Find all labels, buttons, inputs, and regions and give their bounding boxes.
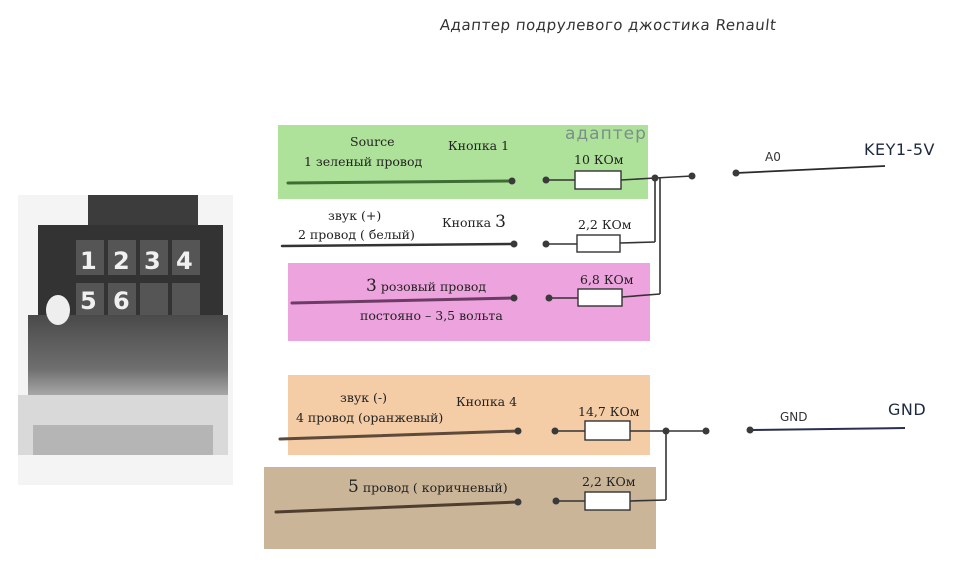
resistor-2k2-a — [576, 234, 621, 253]
pin-4-label: 4 — [176, 247, 193, 275]
wire-1-resistor: 10 КОм — [574, 152, 624, 167]
wire-3-line1: 3 розовый провод — [366, 276, 486, 296]
wire-4-button: Кнопка 4 — [456, 394, 518, 409]
zone-orange — [288, 375, 650, 455]
wire-2-line2: 2 провод ( белый) — [298, 227, 415, 242]
wire-2-button: Кнопка 3 — [442, 212, 506, 232]
wire-2-button-number: 3 — [495, 212, 506, 232]
wire-5-resistor: 2,2 КОм — [582, 474, 636, 489]
wire-2-button-label: Кнопка — [442, 215, 492, 230]
resistor-2k2-b — [584, 491, 631, 511]
adapter-label: адаптер — [565, 124, 647, 144]
resistor-6k8 — [577, 288, 623, 307]
wire-2-resistor: 2,2 КОм — [578, 217, 632, 232]
pin-2-label: 2 — [113, 247, 130, 275]
wire-4-line2: 4 провод (оранжевый) — [296, 410, 444, 425]
wire-4-resistor: 14,7 КОм — [578, 404, 640, 419]
wire-3-line2: постояно – 3,5 вольта — [360, 308, 503, 323]
node-dot — [542, 240, 550, 248]
pin-1-label: 1 — [80, 247, 97, 275]
wire-5-number: 5 — [348, 477, 359, 497]
brown-wire — [274, 500, 520, 514]
wire-5-line1: 5 провод ( коричневый) — [348, 477, 508, 497]
node-dot — [514, 427, 522, 435]
resistor-10k — [574, 170, 622, 190]
node-dot — [542, 176, 550, 184]
gnd-line — [749, 427, 906, 431]
a0-line — [735, 165, 886, 174]
wire-3-number: 3 — [366, 276, 377, 296]
node-dot — [651, 174, 659, 182]
wire-5-line1-text: провод ( коричневый) — [362, 480, 508, 495]
wire-4-line1: звук (-) — [340, 390, 387, 405]
pink-wire — [290, 296, 516, 305]
key1-5v-terminal: KEY1-5V — [864, 140, 935, 159]
node-dot — [551, 427, 559, 435]
wire-1-button: Кнопка 1 — [448, 138, 510, 153]
wire-2-line1: звук (+) — [328, 208, 382, 223]
connector-photo: 1 2 3 4 5 6 — [18, 195, 233, 485]
node-dot — [746, 426, 754, 434]
pin-6-label: 6 — [113, 287, 130, 315]
gnd-net-label: GND — [780, 410, 808, 424]
node-dot — [662, 427, 670, 435]
pin-5-label: 5 — [80, 287, 97, 315]
node-dot — [510, 294, 518, 302]
a0-net-label: A0 — [765, 150, 781, 164]
node-dot — [732, 169, 740, 177]
wire-1-line1: Source — [350, 134, 395, 149]
node-dot — [514, 498, 522, 506]
green-wire — [286, 179, 514, 185]
wire-1-line2: 1 зеленый провод — [304, 154, 423, 169]
node-dot — [702, 427, 710, 435]
wire-3-line1-text: розовый провод — [380, 279, 487, 294]
white-wire — [280, 242, 516, 248]
gnd-terminal: GND — [888, 400, 927, 419]
wire-3-resistor: 6,8 КОм — [580, 272, 634, 287]
pin-3-label: 3 — [144, 247, 161, 275]
resistor-14k7 — [584, 420, 631, 441]
node-dot — [545, 294, 553, 302]
orange-wire — [278, 429, 520, 441]
node-dot — [688, 172, 696, 180]
node-dot — [508, 177, 516, 185]
node-dot — [552, 497, 560, 505]
node-dot — [510, 240, 518, 248]
